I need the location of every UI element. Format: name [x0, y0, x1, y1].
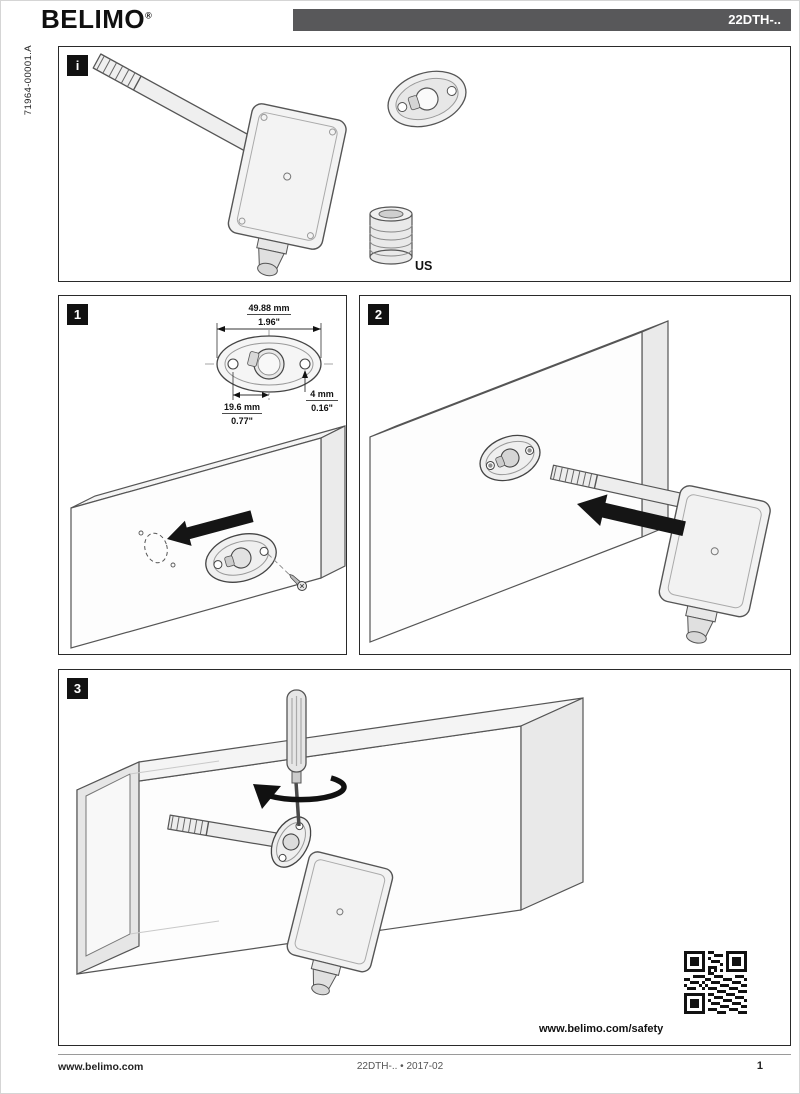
mounted-flange	[270, 816, 312, 868]
mounting-flange	[205, 533, 277, 583]
panel-step2-label: 2	[368, 304, 389, 325]
install-arrow-icon	[167, 510, 254, 546]
cable-gland	[310, 959, 342, 996]
qr-code-svg	[684, 951, 747, 1014]
footer-divider	[58, 1054, 791, 1055]
footer-page-number: 1	[756, 1060, 763, 1072]
dim-width-mm: 49.88 mm	[248, 303, 289, 313]
duct-hole	[144, 532, 168, 564]
screwdriver	[286, 689, 307, 827]
step1-illustration: 49.88 mm 1.96" 4 mm 0.16" 19.6 mm 0.77"	[70, 303, 346, 649]
panel-step3-label: 3	[67, 678, 88, 699]
panel-step3: 3	[58, 669, 791, 1046]
panel-info-label: i	[67, 55, 88, 76]
info-illustration: US	[92, 53, 467, 277]
product-code: 22DTH-..	[728, 12, 781, 27]
dim-width-in: 1.96"	[258, 317, 280, 327]
brand-text: BELIMO	[41, 4, 146, 34]
duct-wall-drawing	[369, 320, 669, 643]
cable-gland	[256, 237, 289, 277]
footer-website: www.belimo.com	[58, 1061, 144, 1073]
insert-arrow-icon	[577, 494, 686, 537]
product-code-banner: 22DTH-..	[293, 9, 791, 31]
rotation-arrow-icon	[253, 775, 347, 809]
dim-hole-mm: 4 mm	[310, 389, 334, 399]
panel-info: i	[58, 46, 791, 282]
dim-offset-in: 0.77"	[231, 416, 253, 426]
dim-offset-mm: 19.6 mm	[224, 402, 260, 412]
footer-doc-info: 22DTH-.. • 2017-02	[356, 1061, 444, 1072]
qr-code	[684, 951, 747, 1014]
flange-dimension-drawing: 49.88 mm 1.96" 4 mm 0.16" 19.6 mm 0.77"	[205, 303, 338, 426]
panel-step1: 1 49.88 mm	[58, 295, 347, 655]
mounted-flange	[479, 434, 541, 482]
duct-drawing	[70, 425, 346, 649]
belimo-logo: BELIMO®	[41, 4, 152, 35]
dim-hole-in: 0.16"	[311, 403, 333, 413]
mounting-flange	[387, 70, 467, 128]
safety-link: www.belimo.com/safety	[539, 1023, 664, 1035]
document-number: 71964-00001.A	[23, 45, 34, 116]
sensor-probe-inside-duct	[167, 814, 296, 851]
cable-gland	[685, 605, 718, 644]
sensor-probe	[549, 464, 701, 512]
step3-illustration	[76, 689, 584, 996]
sensor-housing	[286, 851, 394, 996]
sensor-housing	[227, 103, 347, 277]
us-adapter-label: US	[415, 259, 432, 273]
us-adapter	[369, 206, 413, 265]
mounting-screw	[288, 573, 307, 591]
step2-illustration	[369, 320, 771, 644]
registered-mark: ®	[145, 10, 153, 21]
sensor-housing	[658, 485, 771, 644]
panel-step1-label: 1	[67, 304, 88, 325]
panel-step2: 2	[359, 295, 791, 655]
